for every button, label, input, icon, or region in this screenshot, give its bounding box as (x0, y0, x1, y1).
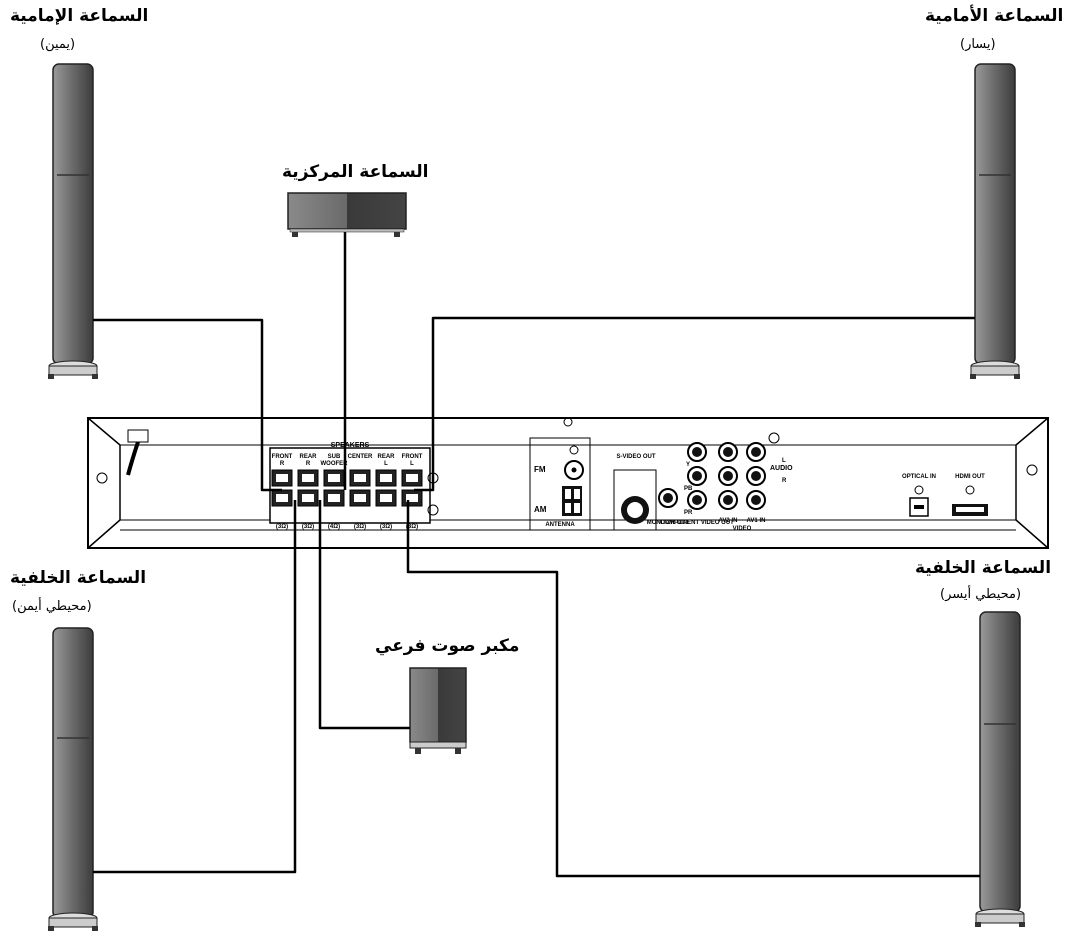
rca-jack-center (751, 447, 761, 457)
terminal-top-label: SUB (328, 454, 341, 460)
component-pr-label: PR (684, 510, 693, 516)
svideo-out-label: S-VIDEO OUT (616, 454, 655, 460)
terminal-bottom-label: R (306, 461, 311, 467)
rca-jacks (658, 442, 766, 510)
terminal-top-label: CENTER (348, 454, 373, 460)
rca-jack-center (692, 447, 702, 457)
rca-jack-center (723, 471, 733, 481)
terminal-slot (328, 494, 340, 502)
audio-l-label: L (782, 458, 786, 464)
front-left-speaker (970, 63, 1020, 379)
terminal-bottom-label: L (410, 461, 414, 467)
terminal-impedance-label: (4Ω) (328, 524, 340, 530)
terminal-slot (276, 494, 288, 502)
speakers-header: SPEAKERS (331, 442, 370, 449)
terminal-impedance-label: (3Ω) (354, 524, 366, 530)
subwoofer (409, 667, 467, 754)
rca-jack-center (663, 493, 673, 503)
front-left-speaker-label: السماعة الأمامية (925, 6, 1064, 26)
front-right-speaker-label: السماعة الإمامية (10, 6, 149, 26)
av1-in-label: AV1 IN (747, 518, 766, 524)
hdmi-out-label: HDMI OUT (955, 474, 985, 480)
terminal-slot (328, 474, 340, 482)
speaker-cables (93, 232, 980, 878)
rear-right-speaker (48, 627, 98, 931)
terminal-slot (354, 494, 366, 502)
terminal-slot (406, 474, 418, 482)
terminal-top-label: FRONT (402, 454, 423, 460)
rear-right-speaker-side: (محيطي أيمن) (12, 599, 92, 614)
rca-jack-center (751, 471, 761, 481)
am-label: AM (534, 505, 547, 514)
terminal-bottom-label: R (280, 461, 285, 467)
monitor-out-label: MONITOR OUT (647, 520, 690, 526)
terminal-impedance-label: (3Ω) (276, 524, 288, 530)
terminal-slot (302, 494, 314, 502)
terminal-impedance-label: (3Ω) (406, 524, 418, 530)
video-group-label: VIDEO (733, 526, 752, 532)
terminal-top-label: FRONT (272, 454, 293, 460)
rca-jack-center (751, 495, 761, 505)
terminal-slot (276, 474, 288, 482)
component-y-label: Y (686, 462, 690, 468)
center-speaker-label: السماعة المركزية (282, 162, 429, 182)
rca-jack-center (723, 495, 733, 505)
terminal-impedance-label: (3Ω) (302, 524, 314, 530)
terminal-slot (380, 494, 392, 502)
component-pb-label: PB (684, 486, 693, 492)
rca-jack-center (692, 495, 702, 505)
receiver-rear-panel: FRONTR(3Ω)REARR(3Ω)SUBWOOFER(4Ω)CENTER(3… (87, 417, 1049, 549)
terminal-top-label: REAR (377, 454, 395, 460)
rear-left-speaker-label: السماعة الخلفية (915, 558, 1052, 578)
terminal-slot (406, 494, 418, 502)
rear-right-speaker-label: السماعة الخلفية (10, 568, 147, 588)
terminal-top-label: REAR (299, 454, 317, 460)
av2-in-label: AV2 IN (719, 518, 738, 524)
rear-left-speaker (975, 611, 1025, 927)
terminal-slot (354, 474, 366, 482)
front-left-speaker-side: (يسار) (960, 37, 996, 52)
terminal-bottom-label: WOOFER (321, 461, 349, 467)
antenna-label: ANTENNA (545, 522, 575, 528)
optical-in-label: OPTICAL IN (902, 474, 936, 480)
front-right-speaker-side: (يمين) (40, 37, 76, 52)
speaker-terminal: CENTER (3Ω) (348, 454, 373, 530)
terminal-bottom-label: L (384, 461, 388, 467)
fm-label: FM (534, 465, 546, 474)
terminal-impedance-label: (3Ω) (380, 524, 392, 530)
component-video-out-label: COMPONENT VIDEO OUT (660, 520, 734, 526)
speaker-terminals: FRONTR(3Ω)REARR(3Ω)SUBWOOFER(4Ω)CENTER(3… (271, 454, 423, 530)
front-right-speaker (48, 63, 98, 379)
audio-r-label: R (782, 478, 787, 484)
rca-jack-center (723, 447, 733, 457)
terminal-slot (380, 474, 392, 482)
terminal-slot (302, 474, 314, 482)
subwoofer-label: مكبر صوت فرعي (375, 636, 520, 656)
audio-label: AUDIO (770, 465, 793, 472)
rear-left-speaker-side: (محيطي أيسر) (940, 587, 1022, 602)
center-speaker (287, 192, 407, 237)
rca-jack-center (692, 471, 702, 481)
